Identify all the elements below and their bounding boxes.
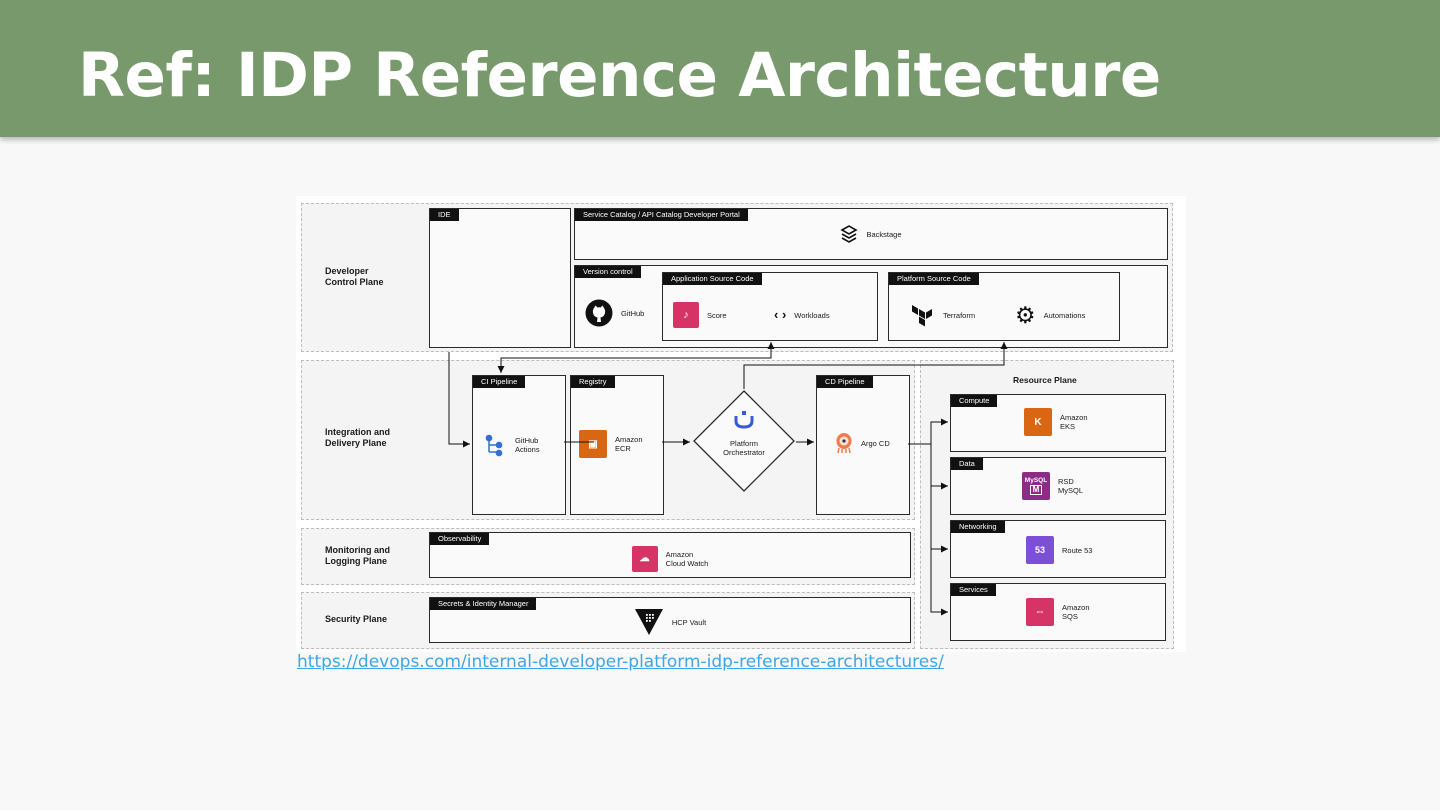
amazon-ecr-item: ▣ Amazon ECR [579, 430, 643, 458]
data-tag: Data [951, 458, 983, 470]
hcp-vault-label: HCP Vault [671, 617, 707, 627]
service-catalog-tag: Service Catalog / API Catalog Developer … [575, 209, 748, 221]
platform-source-tag: Platform Source Code [889, 273, 979, 285]
terraform-item: Terraform [911, 303, 975, 327]
services-tag: Services [951, 584, 996, 596]
cloudwatch-item: ☁ Amazon Cloud Watch [430, 545, 910, 572]
ci-pipeline-tag: CI Pipeline [473, 376, 526, 388]
services-box: Services ⇔ Amazon SQS [950, 583, 1166, 641]
app-source-tag: Application Source Code [663, 273, 762, 285]
terraform-label: Terraform [943, 310, 976, 320]
ide-tag: IDE [430, 209, 459, 221]
github-icon [585, 299, 613, 327]
slide-title: Ref: IDP Reference Architecture [78, 40, 1161, 111]
networking-tag: Networking [951, 521, 1005, 533]
app-source-box: Application Source Code ♪ Score ‹ › Work… [662, 272, 878, 341]
github-actions-icon [485, 434, 503, 457]
vault-icon [634, 609, 663, 636]
resource-plane-label: Resource Plane [1013, 375, 1077, 385]
platform-source-box: Platform Source Code Terraform ⚙ Automat… [888, 272, 1120, 341]
cloudwatch-label: Amazon Cloud Watch [665, 549, 709, 568]
ci-pipeline-box: CI Pipeline GitHub Actions [472, 375, 566, 515]
platform-orchestrator: Platform Orchestrator [692, 389, 796, 493]
compute-box: Compute K Amazon EKS [950, 394, 1166, 452]
score-icon: ♪ [673, 302, 699, 328]
version-control-tag: Version control [575, 266, 641, 278]
amazon-eks-label: Amazon EKS [1060, 413, 1088, 431]
score-item: ♪ Score [673, 302, 727, 328]
route53-icon: 53 [1026, 536, 1054, 564]
service-catalog-box: Service Catalog / API Catalog Developer … [574, 208, 1168, 260]
monitoring-plane-label: Monitoring and Logging Plane [325, 545, 390, 566]
data-box: Data MySQL M RSD MySQL [950, 457, 1166, 515]
score-label: Score [707, 310, 727, 320]
amazon-eks-icon: K [1024, 408, 1052, 436]
developer-plane-label: Developer Control Plane [325, 266, 384, 287]
github-item: GitHub [585, 299, 644, 327]
automations-label: Automations [1043, 310, 1086, 320]
registry-box: Registry ▣ Amazon ECR [570, 375, 664, 515]
security-plane-label: Security Plane [325, 614, 388, 624]
argo-cd-label: Argo CD [861, 438, 890, 448]
amazon-sqs-icon: ⇔ [1026, 598, 1054, 626]
ide-box: IDE [429, 208, 571, 348]
observability-tag: Observability [430, 533, 490, 545]
mysql-icon-sub: M [1029, 485, 1043, 495]
amazon-eks-item: K Amazon EKS [1024, 408, 1088, 436]
observability-box: Observability ☁ Amazon Cloud Watch [429, 532, 911, 578]
hcp-vault-item: HCP Vault [430, 608, 910, 636]
secrets-box: Secrets & Identity Manager HCP Vault [429, 597, 911, 643]
github-actions-item: GitHub Actions [483, 433, 540, 457]
orchestrator-diamond [693, 390, 795, 492]
backstage-item: Backstage [575, 224, 1167, 244]
github-label: GitHub [621, 308, 645, 318]
backstage-icon [840, 225, 859, 243]
networking-box: Networking 53 Route 53 [950, 520, 1166, 578]
orchestrator-label: Platform Orchestrator [723, 439, 765, 457]
integration-plane-label: Integration and Delivery Plane [325, 427, 390, 448]
reference-link[interactable]: https://devops.com/internal-developer-pl… [297, 652, 944, 672]
github-actions-label: GitHub Actions [515, 436, 540, 454]
registry-tag: Registry [571, 376, 615, 388]
cd-pipeline-tag: CD Pipeline [817, 376, 873, 388]
architecture-diagram: Developer Control Plane Integration and … [296, 196, 1186, 652]
amazon-sqs-label: Amazon SQS [1062, 603, 1090, 621]
mysql-icon: MySQL M [1022, 472, 1050, 500]
route53-label: Route 53 [1062, 545, 1093, 555]
rsd-mysql-label: RSD MySQL [1058, 477, 1084, 495]
rsd-mysql-item: MySQL M RSD MySQL [1022, 472, 1083, 500]
backstage-label: Backstage [866, 229, 902, 239]
automations-item: ⚙ Automations [1015, 303, 1085, 327]
amazon-ecr-icon: ▣ [579, 430, 607, 458]
argo-cd-icon [836, 433, 852, 454]
amazon-ecr-label: Amazon ECR [615, 435, 643, 453]
cd-pipeline-box: CD Pipeline Argo CD [816, 375, 910, 515]
argo-cd-item: Argo CD [835, 432, 890, 454]
mysql-icon-text: MySQL [1024, 477, 1048, 484]
cloudwatch-icon: ☁ [631, 545, 658, 572]
gear-icon: ⚙ [1015, 302, 1036, 328]
terraform-icon [912, 305, 932, 327]
code-brackets-icon: ‹ › [774, 307, 787, 322]
workloads-item: ‹ › Workloads [774, 307, 830, 322]
workloads-label: Workloads [794, 310, 830, 320]
compute-tag: Compute [951, 395, 998, 407]
slide-header: Ref: IDP Reference Architecture [0, 0, 1440, 137]
amazon-sqs-item: ⇔ Amazon SQS [1026, 598, 1090, 626]
route53-item: 53 Route 53 [1026, 536, 1092, 564]
secrets-tag: Secrets & Identity Manager [430, 598, 537, 610]
humanitec-icon [734, 411, 754, 429]
